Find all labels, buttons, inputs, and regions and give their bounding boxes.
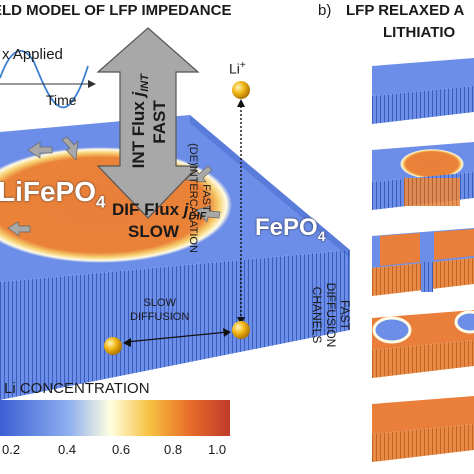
- stack-front: [372, 424, 474, 462]
- flux-arrow: [185, 165, 213, 183]
- boundary-flux-arrows: [7, 136, 221, 237]
- stack-front-lithiated: [404, 178, 460, 206]
- li-ion-charge: +: [239, 60, 246, 71]
- fepo4-label: FePO4: [255, 214, 325, 244]
- dif-flux-subscript: DIF: [188, 210, 207, 223]
- stack-top: [372, 58, 474, 96]
- int-flux-text: INT Flux: [128, 101, 148, 169]
- fast-diffusion-line1: FAST: [338, 299, 352, 330]
- colorbar-tick: 1.0: [208, 442, 227, 457]
- fepo4-subscript: 4: [317, 227, 326, 244]
- stack-slab-5: [372, 396, 474, 462]
- diffusion-arrowhead-right: [223, 328, 231, 337]
- li-ion-text: Li: [229, 60, 240, 77]
- flux-arrow: [7, 221, 31, 237]
- flux-arrow: [61, 136, 79, 161]
- slow-diffusion-line2: DIFFUSION: [130, 311, 190, 323]
- colorbar-tick: 0.8: [164, 442, 183, 457]
- int-flux-subscript: INT: [139, 74, 152, 92]
- int-flux-double-arrow: [96, 27, 200, 219]
- lifepo4-text: LiFePO: [0, 176, 97, 207]
- int-flux-speed: FAST: [150, 100, 169, 144]
- time-axis-arrowhead: [88, 80, 96, 88]
- flux-arrow: [195, 205, 221, 223]
- colorbar-gradient: [0, 400, 230, 436]
- right-title-line2: LITHIATIO: [383, 24, 456, 41]
- stack-blue-hole: [372, 316, 412, 344]
- time-label: Time: [46, 92, 77, 108]
- stack-slab-2: [372, 142, 474, 210]
- li-ion-ball-bulk: [232, 321, 250, 339]
- slab-front-face: [0, 250, 350, 400]
- fast-intercalation-line2: (DE)INTERCALATION: [187, 143, 199, 253]
- panel-b-label: b): [318, 2, 332, 19]
- dif-flux-speed: SLOW: [128, 222, 179, 241]
- stack-orange-domain: [400, 149, 464, 179]
- sine-wave: [0, 50, 89, 109]
- applied-signal-inset: [0, 50, 96, 109]
- stack-slab-1: [372, 58, 474, 124]
- diffusion-path: [125, 331, 229, 343]
- fepo4-text: FePO: [255, 214, 318, 241]
- fast-diffusion-line2: DIFFUSION: [324, 282, 338, 348]
- colorbar-tick: 0.6: [112, 442, 131, 457]
- li-ion-label: Li+: [229, 60, 246, 77]
- stack-slab-3: [372, 228, 474, 296]
- relaxed-lithiation-stack: [372, 58, 474, 462]
- stack-top: [372, 396, 474, 434]
- stack-front: [372, 86, 474, 124]
- dif-flux-symbol: j: [183, 200, 189, 219]
- lifepo4-subscript: 4: [96, 192, 106, 212]
- intercalation-arrowhead-top: [237, 99, 245, 107]
- colorbar-title: Li CONCENTRATION: [4, 380, 150, 397]
- fast-intercalation-line1: FAST: [200, 184, 212, 212]
- int-flux-symbol: j: [128, 91, 148, 97]
- stack-front: [372, 340, 474, 378]
- slab-right-edge: [190, 115, 350, 258]
- left-title: ELD MODEL OF LFP IMPEDANCE: [0, 2, 232, 19]
- lifepo4-label: LiFePO4: [0, 176, 105, 213]
- stack-orange-band: [380, 233, 420, 266]
- int-flux-label: INT Flux jINT: [129, 71, 151, 171]
- stack-orange-band: [434, 229, 474, 260]
- fast-intercalation-label: FAST (DE)INTERCALATION: [186, 138, 212, 258]
- flux-arrow: [27, 141, 53, 159]
- stack-front-depleted: [421, 262, 433, 292]
- fast-diffusion-label: FAST DIFFUSION CHANELS: [310, 260, 352, 370]
- colorbar-tick: 0.4: [58, 442, 77, 457]
- dif-flux-label: DIF Flux jDIF: [112, 200, 206, 222]
- dif-flux-text: DIF Flux: [112, 200, 180, 219]
- slow-diffusion-label: SLOW DIFFUSION: [130, 296, 189, 324]
- stack-blue-hole: [454, 310, 474, 334]
- fast-diffusion-line3: CHANELS: [310, 286, 324, 344]
- colorbar-tick: 0.2: [2, 442, 21, 457]
- right-title-line1: LFP RELAXED A: [346, 2, 465, 19]
- applied-label: x Applied: [2, 46, 63, 63]
- diffusion-arrowhead-left: [123, 338, 131, 347]
- stack-slab-4: [372, 310, 474, 378]
- slow-diffusion-line1: SLOW: [143, 297, 176, 309]
- li-ion-ball-diffusing: [104, 337, 122, 355]
- li-ion-ball: [232, 81, 250, 99]
